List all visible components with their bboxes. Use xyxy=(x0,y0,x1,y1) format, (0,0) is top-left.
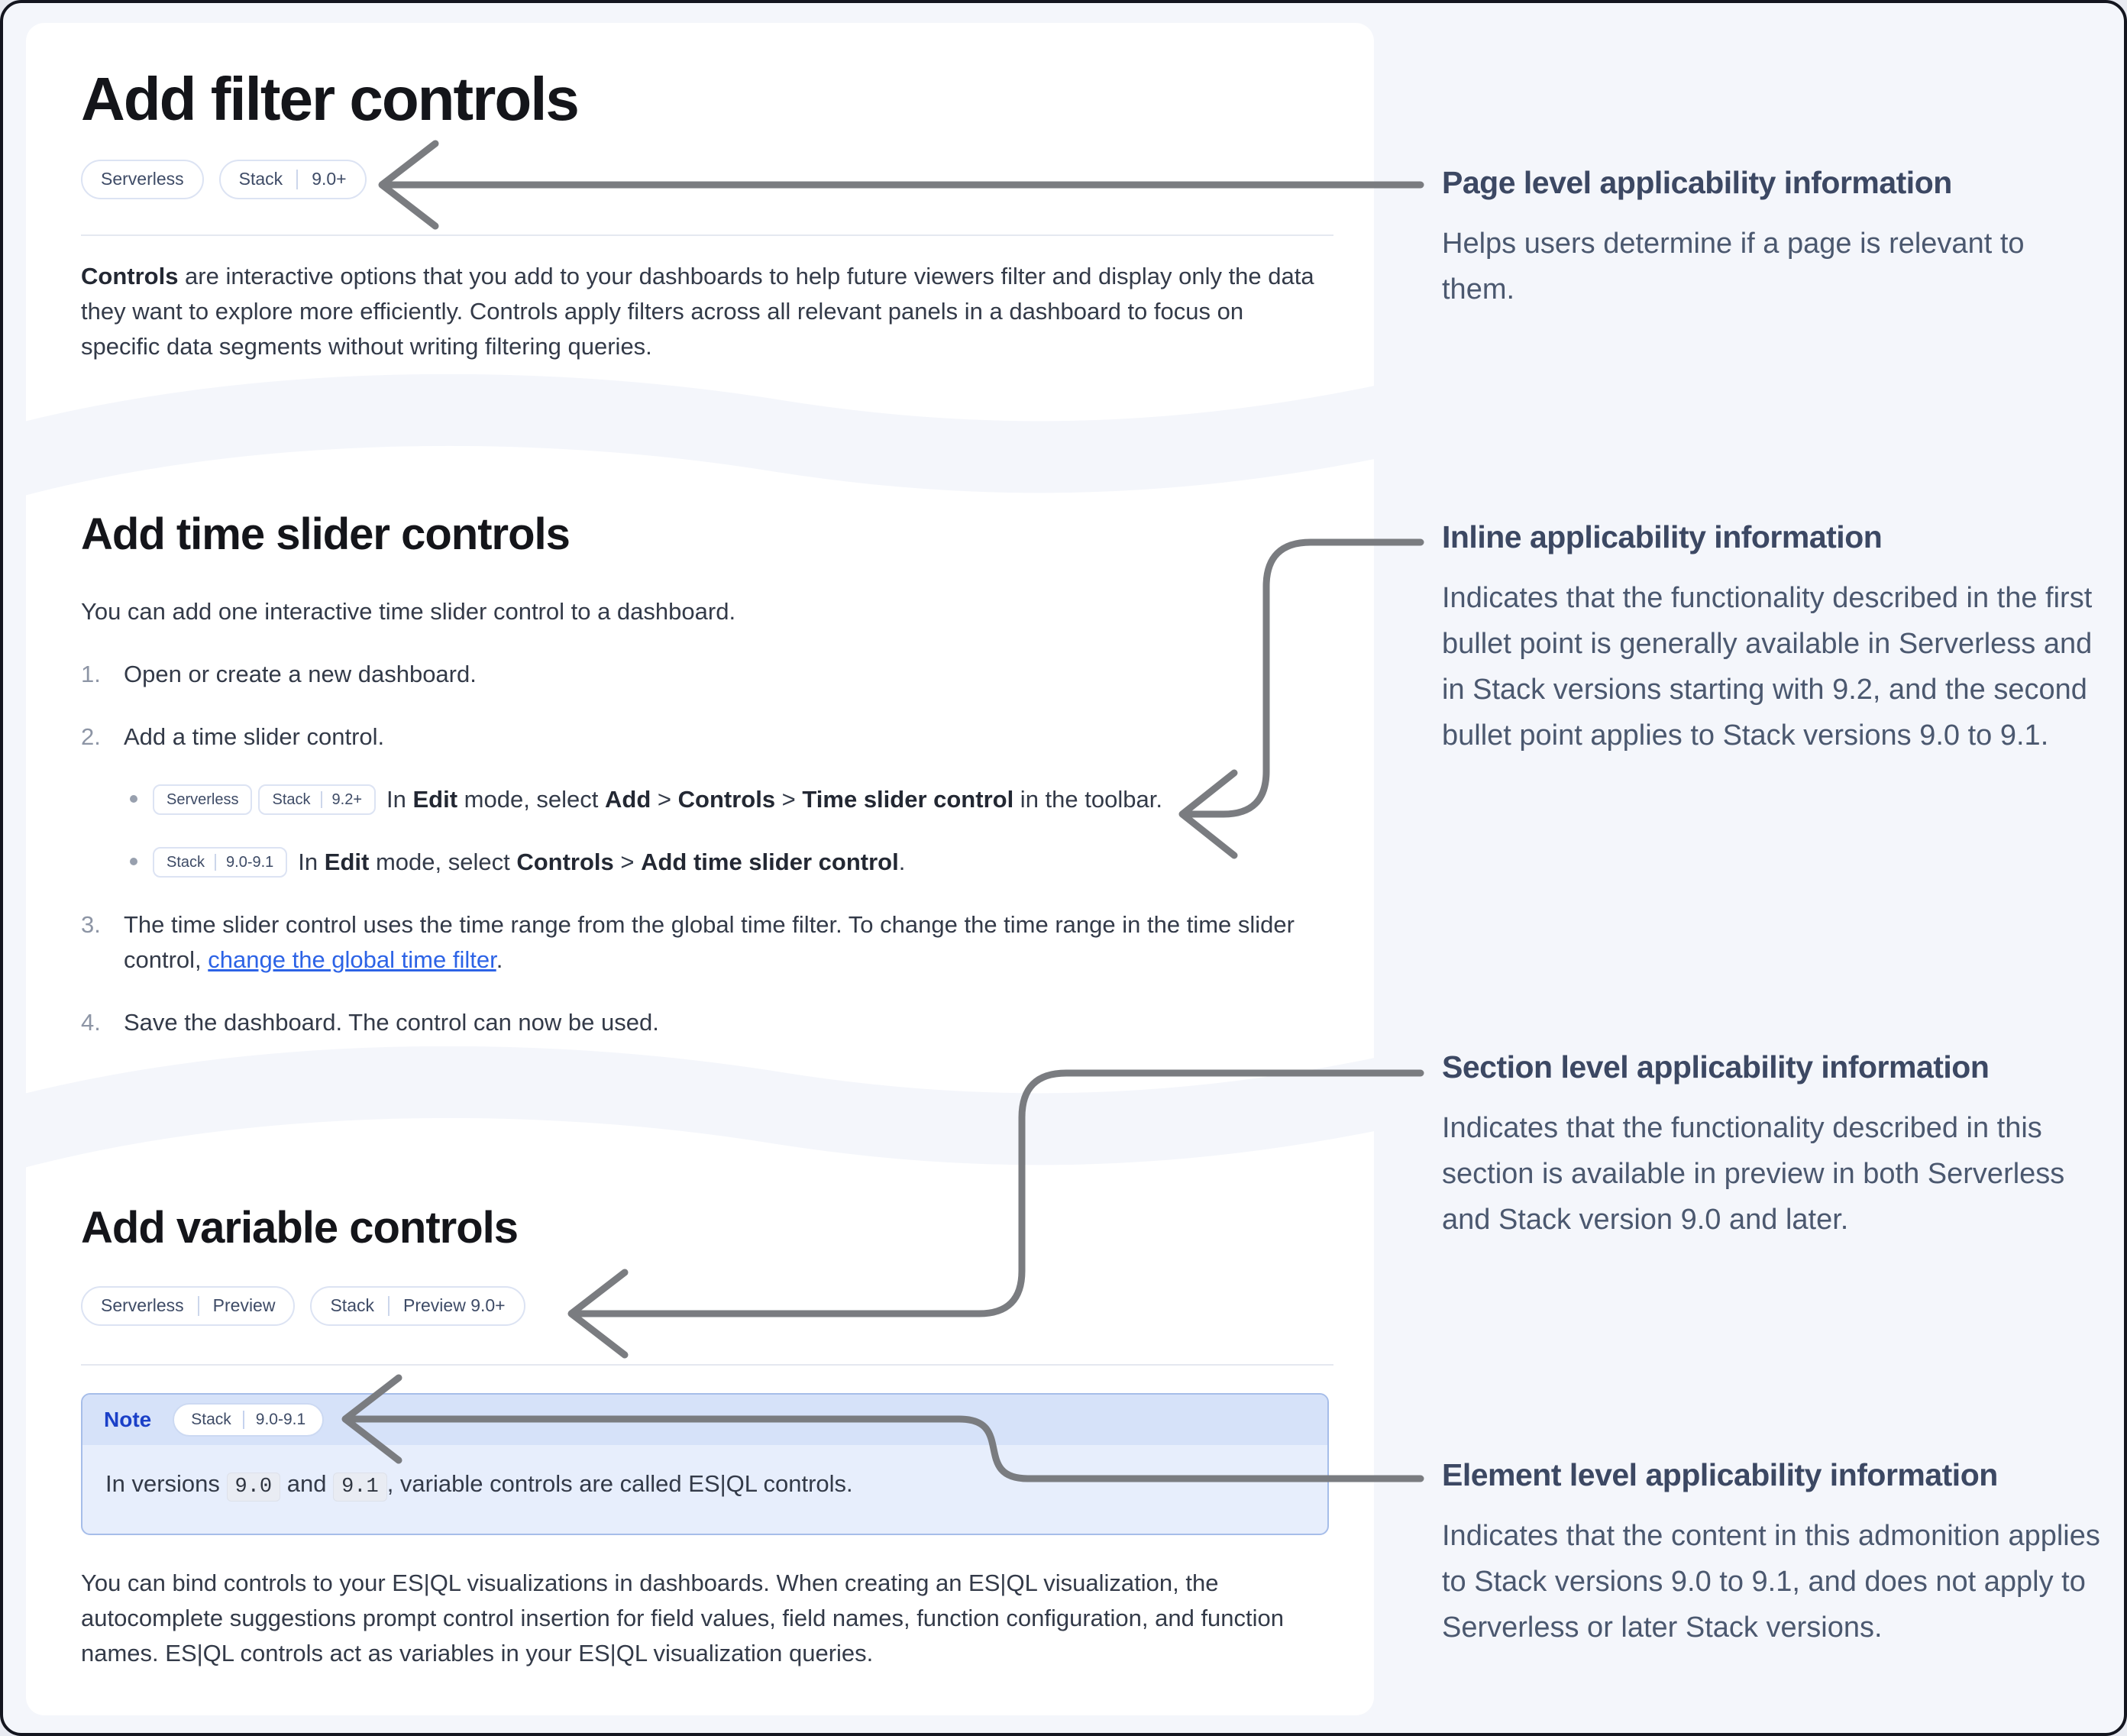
note-label: Note xyxy=(104,1407,152,1431)
list-text: Open or create a new dashboard. xyxy=(124,660,477,687)
list-number: 2. xyxy=(81,723,101,750)
badge-divider xyxy=(388,1295,390,1316)
section-applicability-badges: Serverless Preview Stack Preview 9.0+ xyxy=(81,1285,1333,1326)
annotation-body: Helps users determine if a page is relev… xyxy=(1442,228,2025,306)
paragraph-text: are interactive options that you add to … xyxy=(81,262,1314,360)
list-item: 3. The time slider control uses the time… xyxy=(81,907,1333,978)
divider xyxy=(81,234,1333,236)
badge-divider xyxy=(197,1295,199,1316)
list-number: 1. xyxy=(81,660,101,687)
section-add-filter-controls: Add filter controls Serverless Stack 9.0… xyxy=(81,65,1333,364)
divider xyxy=(81,1363,1333,1366)
bullet-dot xyxy=(130,857,137,865)
annotation-title: Page level applicability information xyxy=(1442,165,1952,200)
list-number: 4. xyxy=(81,1008,101,1036)
badge-label: Stack xyxy=(191,1410,231,1428)
badge-serverless: Serverless xyxy=(153,784,253,815)
badge-label: Stack xyxy=(166,853,205,871)
version-code: 9.0 xyxy=(226,1472,281,1502)
note-admonition: Note Stack 9.0-9.1 In versions 9.0 and 9… xyxy=(81,1392,1329,1535)
annotation-inline-level: Inline applicability information Indicat… xyxy=(1442,519,2105,758)
bullet-dot xyxy=(130,794,137,803)
ordered-list: 1. Open or create a new dashboard. 2. Ad… xyxy=(81,657,1333,1040)
badge-version: 9.0-9.1 xyxy=(226,853,274,871)
badge-stack-version: Stack 9.2+ xyxy=(258,784,376,815)
page-title: Add filter controls xyxy=(81,65,580,133)
badge-divider xyxy=(296,169,299,189)
section-title: Add time slider controls xyxy=(81,509,571,559)
annotation-body: Indicates that the content in this admon… xyxy=(1442,1520,2100,1644)
annotation-title: Element level applicability information xyxy=(1442,1457,1998,1492)
annotation-body: Indicates that the functionality describ… xyxy=(1442,582,2093,752)
bold-text: Controls xyxy=(81,262,179,289)
badge-label: Stack xyxy=(272,790,311,808)
section-add-time-slider-controls: Add time slider controls You can add one… xyxy=(81,510,1333,1040)
section-add-variable-controls: Add variable controls Serverless Preview… xyxy=(81,1204,1333,1671)
badge-stack-preview-version: Stack Preview 9.0+ xyxy=(310,1285,525,1326)
list-item: 2. Add a time slider control. xyxy=(81,719,1333,755)
badge-label: Serverless xyxy=(101,1295,184,1316)
section-intro: You can add one interactive time slider … xyxy=(81,597,736,625)
badge-label: Serverless xyxy=(166,790,239,808)
list-text: Save the dashboard. The control can now … xyxy=(124,1008,659,1036)
badge-serverless-preview: Serverless Preview xyxy=(81,1285,296,1326)
list-item: 1. Open or create a new dashboard. xyxy=(81,657,1333,692)
badge-label: Stack xyxy=(330,1295,374,1316)
annotation-body: Indicates that the functionality describ… xyxy=(1442,1112,2065,1237)
annotation-page-level: Page level applicability information Hel… xyxy=(1442,165,2105,312)
note-body: In versions 9.0 and 9.1, variable contro… xyxy=(82,1445,1327,1534)
badge-stack-version: Stack 9.0-9.1 xyxy=(153,846,288,878)
intro-paragraph: Controls are interactive options that yo… xyxy=(81,259,1318,364)
badge-lifecycle-version: Preview 9.0+ xyxy=(403,1295,506,1316)
annotation-title: Inline applicability information xyxy=(1442,519,1883,554)
badge-stack-version: Stack 9.0-9.1 xyxy=(173,1402,325,1437)
badge-label: Stack xyxy=(238,169,283,189)
version-code: 9.1 xyxy=(333,1472,387,1502)
badge-divider xyxy=(242,1410,244,1429)
list-number: 3. xyxy=(81,910,101,938)
annotation-element-level: Element level applicability information … xyxy=(1442,1457,2105,1650)
badge-divider xyxy=(320,790,322,808)
badge-version: 9.0-9.1 xyxy=(255,1410,306,1428)
badge-version: 9.0+ xyxy=(312,169,347,189)
page-applicability-badges: Serverless Stack 9.0+ xyxy=(81,159,1333,199)
list-text: Add a time slider control. xyxy=(124,723,385,750)
badge-label: Serverless xyxy=(101,169,184,189)
esql-paragraph: You can bind controls to your ES|QL visu… xyxy=(81,1569,1285,1666)
global-time-filter-link[interactable]: change the global time filter xyxy=(208,946,496,973)
annotation-title: Section level applicability information xyxy=(1442,1049,1990,1085)
list-text: The time slider control uses the time ra… xyxy=(124,910,1295,973)
badge-lifecycle: Preview xyxy=(212,1295,276,1316)
section-title: Add variable controls xyxy=(81,1203,519,1253)
badge-serverless: Serverless xyxy=(81,159,204,199)
note-header: Note Stack 9.0-9.1 xyxy=(82,1394,1327,1445)
annotation-section-level: Section level applicability information … xyxy=(1442,1049,2105,1243)
badge-version: 9.2+ xyxy=(331,790,362,808)
list-item: 4. Save the dashboard. The control can n… xyxy=(81,1005,1333,1040)
badge-stack-version: Stack 9.0+ xyxy=(218,159,367,199)
badge-divider xyxy=(215,853,217,871)
